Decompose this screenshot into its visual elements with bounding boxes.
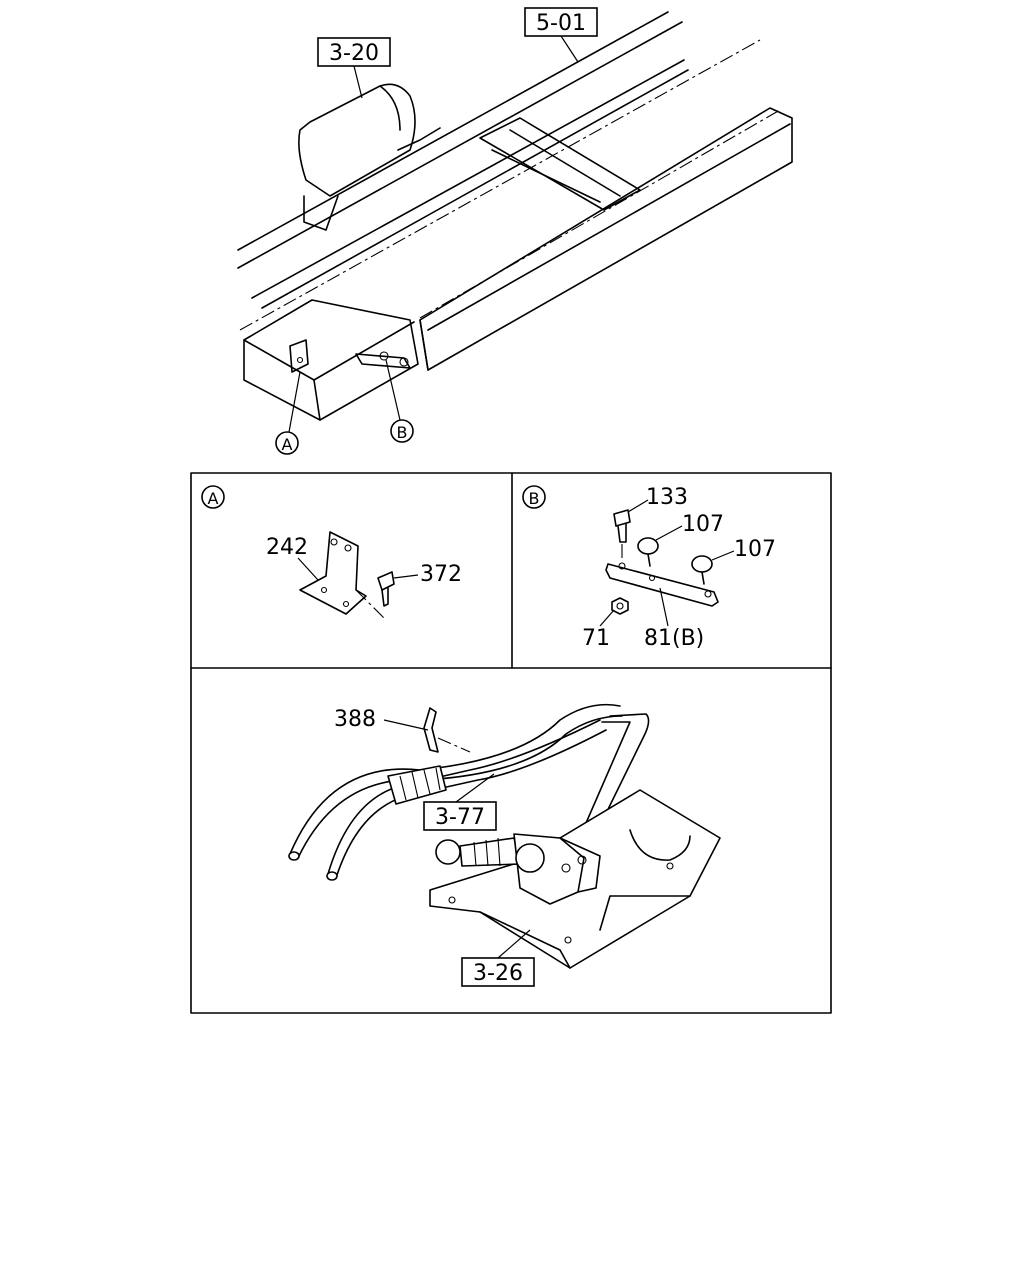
- ref-box-engine[interactable]: [461, 957, 535, 987]
- ref-label-engine: 3-26: [473, 961, 523, 986]
- detail-main: 388 3-77: [288, 703, 721, 987]
- callout-a-label: A: [282, 435, 293, 454]
- bolt-133[interactable]: [613, 509, 631, 527]
- callout-b[interactable]: [390, 419, 414, 443]
- detail-b: B 133 107 107 71 81(B): [522, 485, 776, 651]
- ref-label-pipe: 3-77: [435, 805, 485, 830]
- part-num-107-b: 107: [734, 537, 776, 562]
- detail-a: A 242 372: [201, 485, 462, 621]
- detail-panels: [190, 472, 832, 1014]
- part-num-81b: 81(B): [644, 626, 704, 651]
- detail-b-badge: [522, 485, 546, 509]
- callout-b-label: B: [397, 423, 408, 442]
- ref-label-frame: 5-01: [536, 11, 586, 36]
- nut-71[interactable]: [611, 597, 629, 615]
- part-num-388: 388: [334, 707, 376, 732]
- bracket-242[interactable]: [299, 531, 367, 615]
- bolt-372[interactable]: [377, 571, 395, 591]
- ref-box-pipe[interactable]: [423, 801, 497, 831]
- frame-overview: 5-01 3-20 A B: [237, 7, 793, 455]
- part-num-107-a: 107: [682, 512, 724, 537]
- part-num-71: 71: [582, 626, 610, 651]
- part-num-372: 372: [420, 562, 462, 587]
- clip-107-a[interactable]: [637, 537, 659, 555]
- ref-label-tank: 3-20: [329, 41, 379, 66]
- detail-a-letter: A: [208, 489, 219, 508]
- bracket-81b[interactable]: [605, 563, 719, 607]
- clip-388[interactable]: [423, 707, 439, 753]
- part-num-242: 242: [266, 535, 308, 560]
- part-num-133: 133: [646, 485, 688, 510]
- ref-box-frame[interactable]: [524, 7, 598, 37]
- callout-a[interactable]: [275, 431, 299, 455]
- detail-b-letter: B: [529, 489, 540, 508]
- detail-a-badge: [201, 485, 225, 509]
- clip-107-b[interactable]: [691, 555, 713, 573]
